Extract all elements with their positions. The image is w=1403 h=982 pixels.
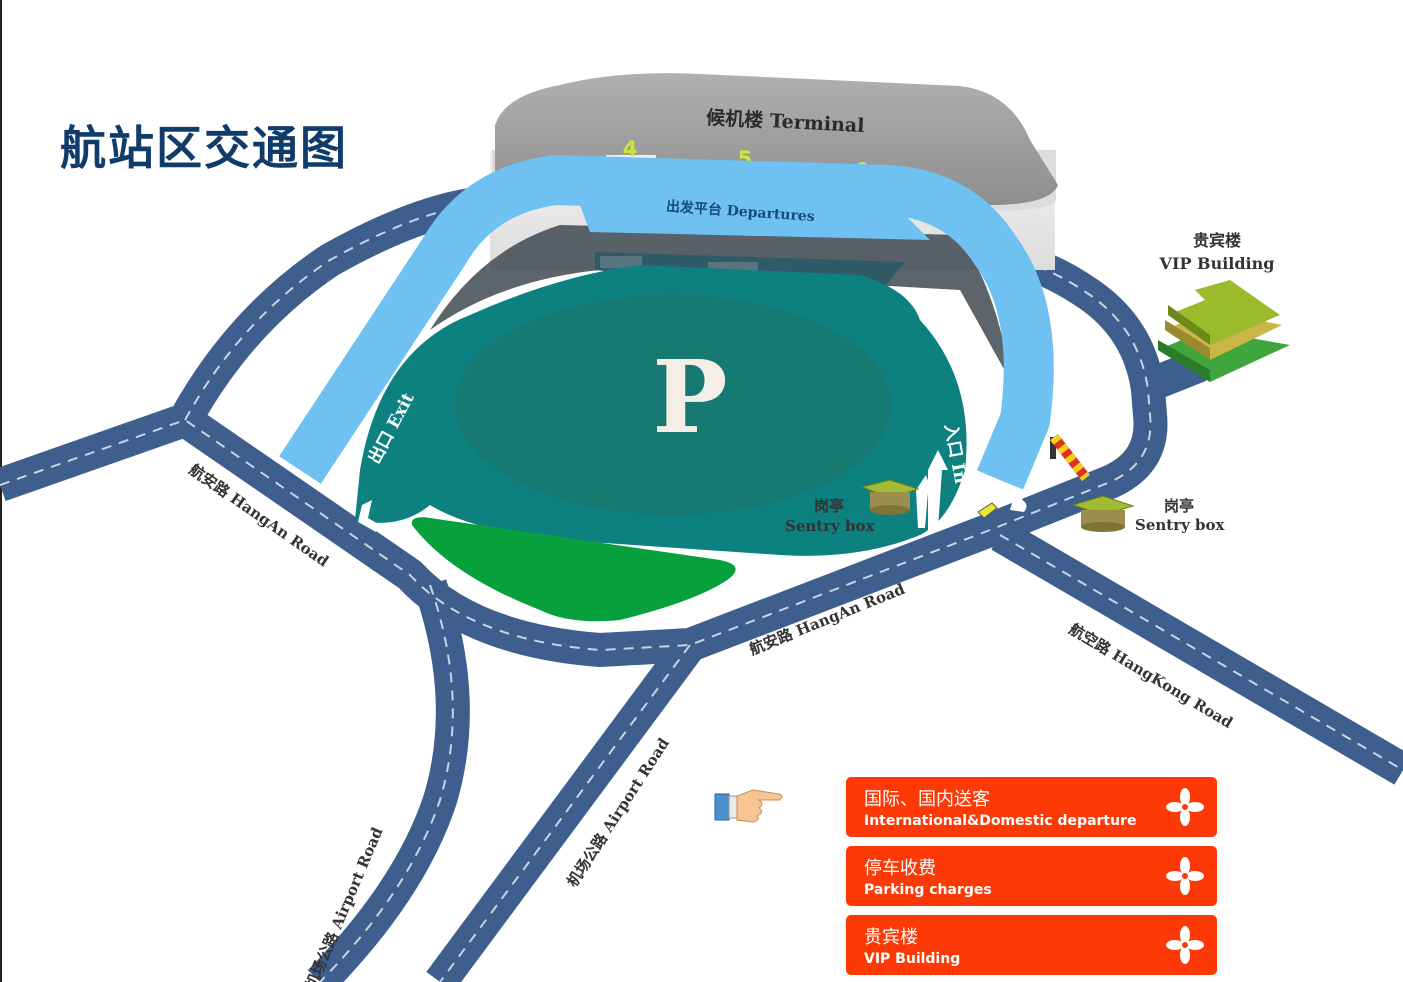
- entrance-arrow-2-icon: [916, 475, 932, 528]
- vip-cn: 贵宾楼: [1193, 231, 1241, 250]
- pointing-hand-icon: [714, 789, 783, 823]
- exit-arrow-icon: [358, 500, 380, 532]
- parking-lot[interactable]: P 出口 Exit 入口 In: [355, 265, 970, 556]
- pinwheel-icon: [1166, 857, 1204, 895]
- barrier-gate-icon: [1050, 433, 1090, 482]
- menu-button-parking[interactable]: 停车收费 Parking charges: [846, 846, 1217, 906]
- menu-vip-cn: 贵宾楼: [864, 927, 918, 948]
- traffic-arrows: [358, 450, 1028, 532]
- menu-button-vip[interactable]: 贵宾楼 VIP Building: [846, 915, 1217, 975]
- menu-departure-en: International&Domestic departure: [864, 813, 1137, 829]
- page-title: 航站区交通图: [60, 121, 348, 175]
- menu-parking-cn: 停车收费: [864, 858, 936, 879]
- green-area: [411, 517, 736, 622]
- sentry-box-2-en: Sentry box: [1135, 516, 1226, 534]
- menu-parking-en: Parking charges: [864, 882, 992, 898]
- sentry-box-1: [860, 479, 920, 515]
- pinwheel-icon: [1166, 926, 1204, 964]
- vip-en: VIP Building: [1159, 254, 1275, 273]
- gate-4: 4: [623, 137, 638, 161]
- car-icon: [977, 502, 998, 519]
- pinwheel-icon: [1166, 788, 1204, 826]
- road-lane-lines: [0, 204, 1403, 982]
- menu-vip-en: VIP Building: [864, 951, 961, 967]
- sentry-box-2-cn: 岗亭: [1164, 497, 1194, 515]
- menu-departure-cn: 国际、国内送客: [864, 789, 990, 810]
- vip-building[interactable]: [1158, 280, 1290, 382]
- departures-ramp[interactable]: [279, 155, 1054, 490]
- sentry-box-2: [1071, 495, 1135, 532]
- turn-arrow-icon: [1010, 488, 1028, 512]
- parking-oval: [455, 295, 891, 515]
- sentry-box-1-en: Sentry box: [785, 517, 876, 535]
- menu-button-departure[interactable]: 国际、国内送客 International&Domestic departure: [846, 777, 1217, 837]
- entrance-arrow-icon: [928, 450, 948, 530]
- parking-symbol: P: [652, 338, 727, 456]
- sentry-box-1-cn: 岗亭: [814, 497, 844, 515]
